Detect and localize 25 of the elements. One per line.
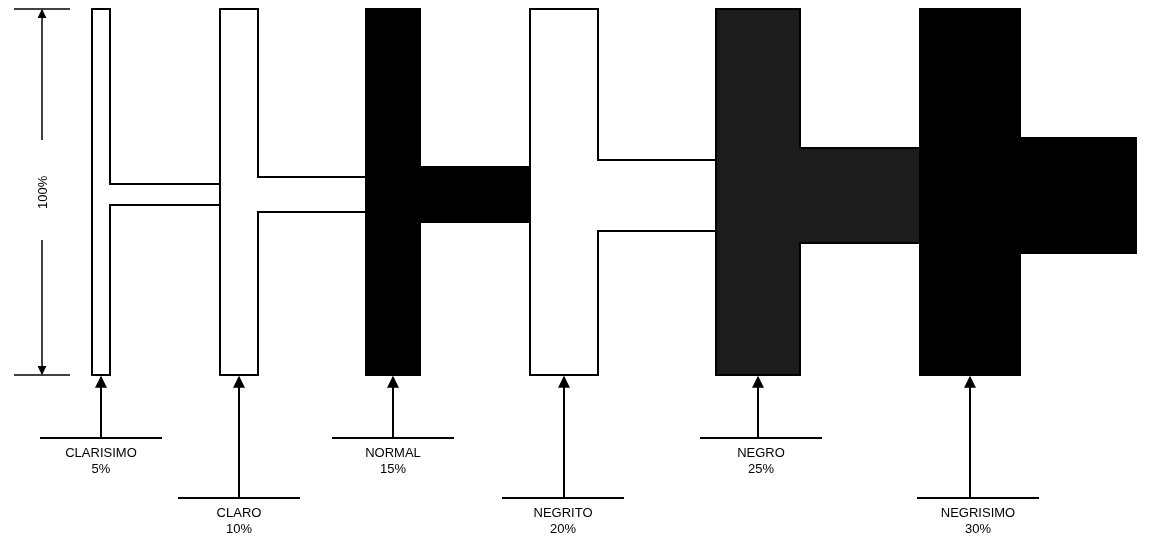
percentage-text: 30% [965,521,991,537]
letter-stem-drawing [715,8,922,376]
leader-arrow [387,375,399,438]
leader-arrow [233,375,245,498]
dimension-text: 100% [33,174,51,210]
letter-stem-drawing [219,8,368,376]
percentage-text: 20% [550,521,576,537]
leader-arrow [95,375,107,438]
percentage-text: 5% [91,461,111,477]
letter-stem-drawing [365,8,532,376]
weight-name: NEGRISIMO [940,505,1016,521]
weight-name: NEGRITO [533,505,593,521]
letter-stem-drawing [529,8,718,376]
percentage-text: 15% [380,461,406,477]
weight-name: CLARO [216,505,262,521]
leader-arrow [964,375,976,498]
letter-stem-drawing [919,8,1137,376]
leader-arrow [752,375,764,438]
letter-stem-drawing [91,8,222,376]
weight-name: CLARISIMO [65,445,137,461]
percentage-text: 25% [748,461,774,477]
percentage-text: 10% [226,521,252,537]
weight-name: NORMAL [365,445,421,461]
leader-arrow [558,375,570,498]
weight-name: NEGRO [737,445,785,461]
